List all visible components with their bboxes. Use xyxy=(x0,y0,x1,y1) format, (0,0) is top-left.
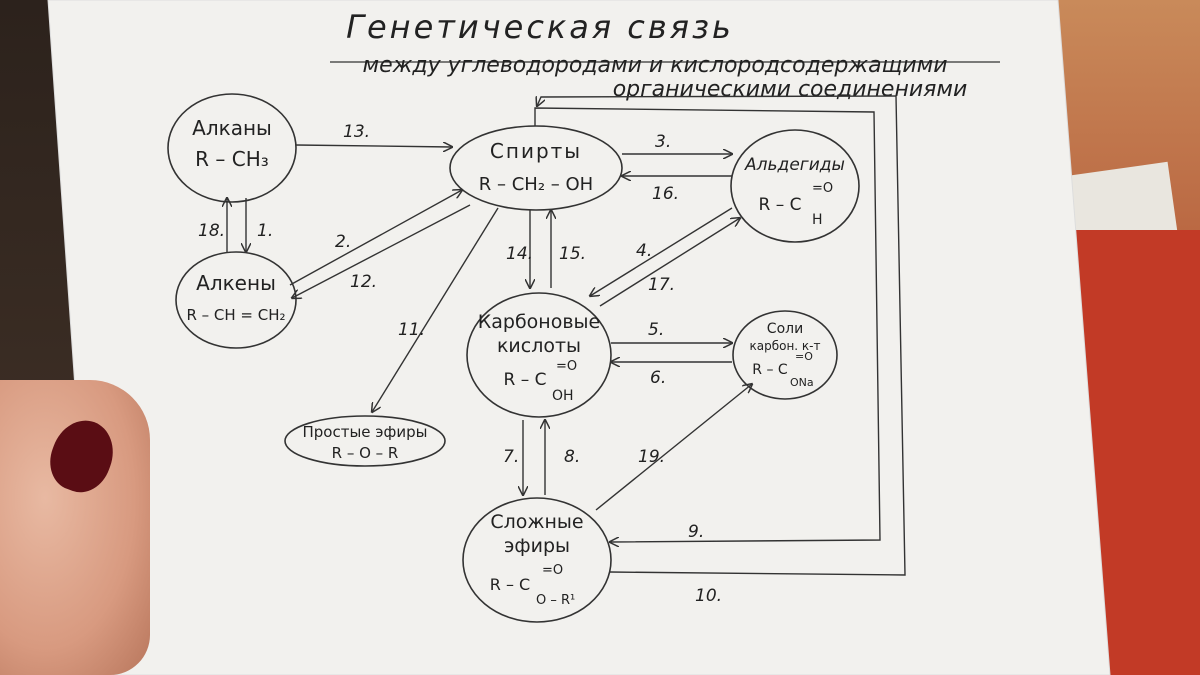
aldehydes-name: Альдегиды xyxy=(744,155,845,175)
node-alkenes: Алкены R – CH = CH₂ xyxy=(175,251,297,349)
label-17: 17. xyxy=(648,275,675,295)
label-9: 9. xyxy=(688,522,704,542)
arrow-10 xyxy=(537,95,906,576)
label-6: 6. xyxy=(650,368,666,388)
label-12: 12. xyxy=(350,272,377,292)
label-16: 16. xyxy=(652,184,679,204)
label-5: 5. xyxy=(648,320,664,340)
subtitle-line1: между углеводородами и кислородсодержащи… xyxy=(362,53,947,78)
arrow-12 xyxy=(292,204,471,298)
label-19: 19. xyxy=(638,447,665,467)
alkanes-name: Алканы xyxy=(192,116,272,140)
alkenes-name: Алкены xyxy=(196,271,276,295)
node-alcohols: Спирты R – CH₂ – OH xyxy=(449,125,623,211)
esters-sup: =O xyxy=(542,563,563,578)
acids-name-line2: кислоты xyxy=(497,335,581,357)
label-11: 11. xyxy=(398,320,425,340)
title: Генетическая связь xyxy=(346,8,734,46)
label-8: 8. xyxy=(564,447,580,467)
arrow-17 xyxy=(599,218,740,307)
acids-sub: OH xyxy=(552,388,574,404)
label-7: 7. xyxy=(503,447,519,467)
node-alkanes: Алканы R – CH₃ xyxy=(167,93,297,203)
alcohols-formula: R – CH₂ – OH xyxy=(479,174,593,195)
esters-sub: O – R¹ xyxy=(536,593,575,608)
aldehydes-formula: R – C xyxy=(759,195,802,215)
acids-sup: =O xyxy=(556,359,577,374)
label-13: 13. xyxy=(343,122,370,142)
arrow-19 xyxy=(595,384,752,511)
label-1: 1. xyxy=(257,221,273,241)
esters-formula: R – C xyxy=(490,575,530,594)
arrow-2 xyxy=(289,190,462,286)
label-10: 10. xyxy=(695,586,722,606)
arrow-4 xyxy=(590,207,733,296)
alcohols-name: Спирты xyxy=(490,139,582,163)
salts-name-line1: Соли xyxy=(767,321,803,337)
label-4: 4. xyxy=(636,241,652,261)
arrow-13 xyxy=(295,145,452,147)
arrow-9 xyxy=(534,107,881,542)
aldehydes-sub: H xyxy=(812,212,823,228)
label-14: 14. xyxy=(506,244,533,264)
arrow-11 xyxy=(372,207,499,412)
salts-sup: =O xyxy=(795,350,813,363)
alkanes-formula: R – CH₃ xyxy=(195,147,269,171)
alkenes-formula: R – CH = CH₂ xyxy=(186,306,285,324)
node-salts: Соли карбон. к-т R – C =O ONa xyxy=(732,310,838,400)
aldehydes-sup: =O xyxy=(812,181,833,196)
node-carboxylic-acids: Карбоновые кислоты R – C =O OH xyxy=(466,292,612,418)
subtitle-line2: органическими соединениями xyxy=(613,77,968,102)
acids-name-line1: Карбоновые xyxy=(478,311,600,333)
ethers-name: Простые эфиры xyxy=(303,423,428,441)
node-ethers: Простые эфиры R – O – R xyxy=(284,415,446,467)
label-2: 2. xyxy=(335,232,351,252)
esters-name-line2: эфиры xyxy=(504,535,570,557)
salts-name-line2: карбон. к-т xyxy=(749,339,820,353)
label-15: 15. xyxy=(559,244,586,264)
ethers-formula: R – O – R xyxy=(332,444,399,462)
node-esters: Сложные эфиры R – C =O O – R¹ xyxy=(462,497,612,623)
salts-formula: R – C xyxy=(752,362,788,378)
acids-formula: R – C xyxy=(504,370,547,390)
label-18: 18. xyxy=(198,221,225,241)
esters-name-line1: Сложные xyxy=(490,511,583,533)
node-aldehydes: Альдегиды R – C =O H xyxy=(730,129,860,243)
label-3: 3. xyxy=(655,132,671,152)
salts-sub: ONa xyxy=(790,376,814,389)
